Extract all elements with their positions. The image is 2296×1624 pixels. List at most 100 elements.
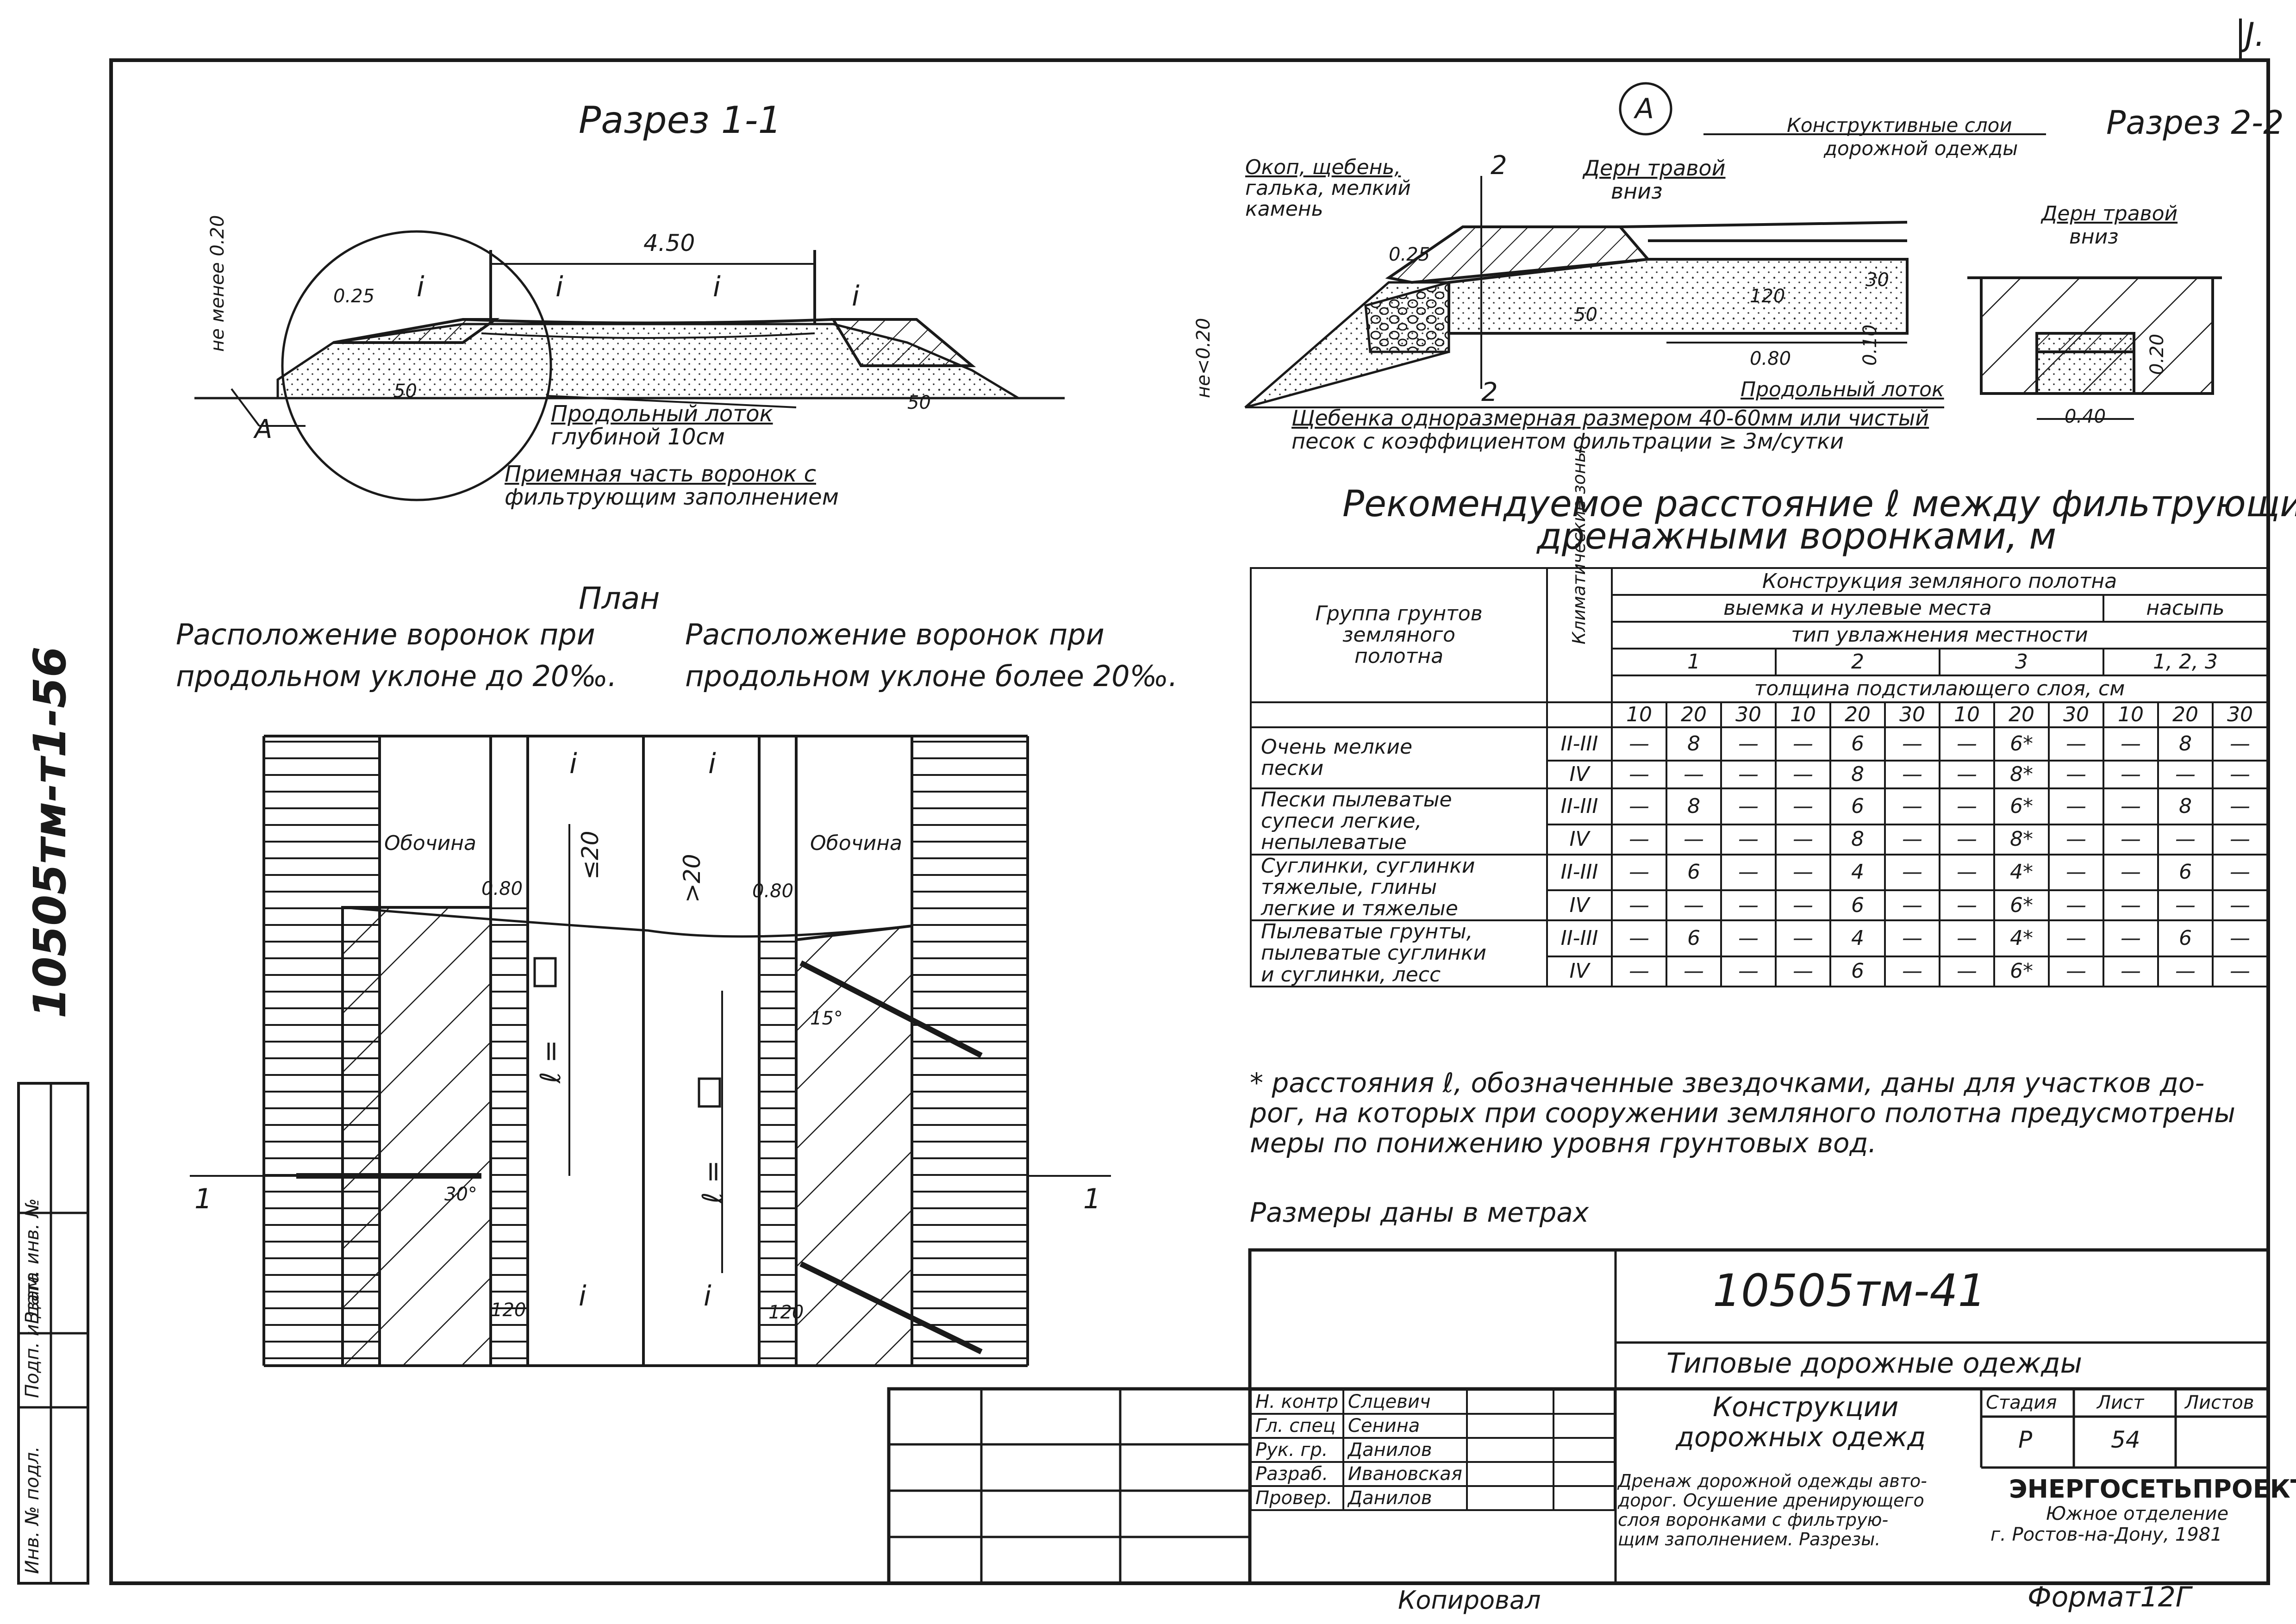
th-thick: толщина подстилающего слоя, см (1611, 675, 2268, 703)
soil-group-line: легкие и тяжелые (1261, 896, 1458, 920)
date-cell (1553, 1485, 1616, 1511)
soil-group-line: непылеватые (1261, 831, 1407, 855)
side-stamp-inv: Инв. № подл. (22, 1446, 43, 1574)
section-2-2-graphic (1967, 276, 2222, 420)
role: Гл. спец (1250, 1413, 1344, 1439)
distance-cell: — (2048, 955, 2104, 987)
distance-cell: — (1720, 853, 1777, 892)
th-type-all: 1, 2, 3 (2103, 648, 2268, 676)
doc-subject-2: дорожных одежд (1676, 1421, 1926, 1453)
distance-cell: — (1720, 889, 1777, 922)
soil-group-line: и суглинки, лесс (1261, 962, 1441, 987)
depth: 30 (1884, 701, 1940, 728)
depth: 30 (2048, 701, 2104, 728)
distance-cell: — (1720, 787, 1777, 825)
node-a-dim-025: 0.25 (1389, 244, 1430, 265)
distance-cell: — (2212, 919, 2268, 957)
gravel-label-2: песок с коэффициентом фильтрации ≥ 3м/су… (1292, 429, 1844, 454)
distance-cell: — (1720, 919, 1777, 957)
distance-cell: — (1611, 919, 1667, 957)
soil-group-line: пески (1261, 756, 1324, 780)
signature (1466, 1389, 1555, 1415)
point-a: А (255, 414, 273, 444)
turf-label-2: вниз (1611, 179, 1663, 204)
th-moist: тип увлажнения местности (1611, 621, 2268, 650)
distance-cell: — (1884, 823, 1940, 856)
distance-cell: — (1611, 726, 1667, 762)
distance-cell: — (1884, 726, 1940, 762)
node-a-080: 0.80 (1750, 348, 1791, 369)
distance-cell: — (1775, 955, 1831, 987)
distance-cell: — (2212, 955, 2268, 987)
distance-cell: — (2103, 726, 2159, 762)
section-mark-bottom: 2 (1481, 377, 1498, 407)
distance-cell: — (1884, 955, 1940, 987)
distance-cell: — (1720, 955, 1777, 987)
plan-gt20: >20 (679, 854, 705, 903)
distance-cell: — (1611, 823, 1667, 856)
distance-cell: 4* (1993, 853, 2050, 892)
distance-cell: — (2212, 823, 2268, 856)
distance-cell: — (1775, 760, 1831, 789)
layers-label-2: дорожной одежды (1824, 137, 2018, 160)
signer: Данилов (1342, 1437, 1468, 1463)
distance-cell: — (2048, 853, 2104, 892)
distance-cell: — (1884, 853, 1940, 892)
section-mark-top: 2 (1491, 150, 1507, 181)
plan-caption-left-1: Расположение воронок при (176, 618, 595, 651)
climate-zone-cell: IV (1546, 955, 1613, 987)
distance-cell: 8 (1829, 823, 1886, 856)
distance-cell: — (1775, 823, 1831, 856)
distance-cell: — (2212, 889, 2268, 922)
distance-cell: 6* (1993, 726, 2050, 762)
slope-50-left: 50 (393, 381, 417, 402)
th-fill: насыпь (2103, 594, 2268, 623)
plan-120-left: 120 (491, 1299, 526, 1321)
slope-i-3: i (713, 271, 721, 303)
fill-label-1: Окоп, щебень, (1245, 156, 1401, 179)
section-2-2-title: Разрез 2-2 (2106, 104, 2284, 142)
th-type-3: 3 (1939, 648, 2104, 676)
distance-cell: — (1939, 955, 1995, 987)
distance-table: Группа грунтов земляного полотна Климати… (1250, 449, 2268, 987)
role: Н. контр (1250, 1389, 1344, 1415)
distance-cell: — (2103, 889, 2159, 922)
distance-cell: 6 (1829, 787, 1886, 825)
distance-cell: — (2048, 726, 2104, 762)
distance-cell: — (1939, 726, 1995, 762)
soil-group-line: Очень мелкие (1261, 735, 1413, 759)
table-title-2: дренажными воронками, м (1537, 516, 2057, 557)
slope-50-right: 50 (907, 392, 931, 413)
distance-cell: — (1775, 726, 1831, 762)
soil-group-line: Пылеватые грунты, (1261, 920, 1473, 944)
node-a-graphic (1244, 82, 2046, 409)
table-row: IV————8——8*———— (1251, 823, 2268, 856)
signer: Сенина (1342, 1413, 1468, 1439)
distance-cell: — (1939, 853, 1995, 892)
fill-label-3: камень (1245, 197, 1323, 221)
sheet-value: 54 (2111, 1426, 2140, 1453)
distance-cell: — (2157, 760, 2214, 789)
distance-cell: — (1939, 787, 1995, 825)
plan-angle-right: 15° (810, 1008, 843, 1029)
th-group: Группа грунтов земляного полотна (1250, 567, 1548, 703)
plan-080-left: 0.80 (481, 878, 523, 899)
distance-cell: 4* (1993, 919, 2050, 957)
section-1-1-title: Разрез 1-1 (579, 99, 782, 142)
depth: 10 (1939, 701, 1995, 728)
th-group-1: Группа грунтов (1315, 601, 1483, 625)
vertical-doc-code: 10505тм-т1-56 (24, 646, 76, 1018)
plan-angle-left: 30° (444, 1184, 477, 1205)
depth: 20 (1666, 701, 1722, 728)
distance-cell: — (1666, 760, 1722, 789)
distance-cell: 4 (1829, 919, 1886, 957)
depth: 20 (1993, 701, 2050, 728)
org-city: г. Ростов-на-Дону, 1981 (1990, 1524, 2222, 1545)
node-a-marker: А (1635, 93, 1654, 125)
distance-cell: — (2103, 955, 2159, 987)
distance-cell: — (2103, 787, 2159, 825)
